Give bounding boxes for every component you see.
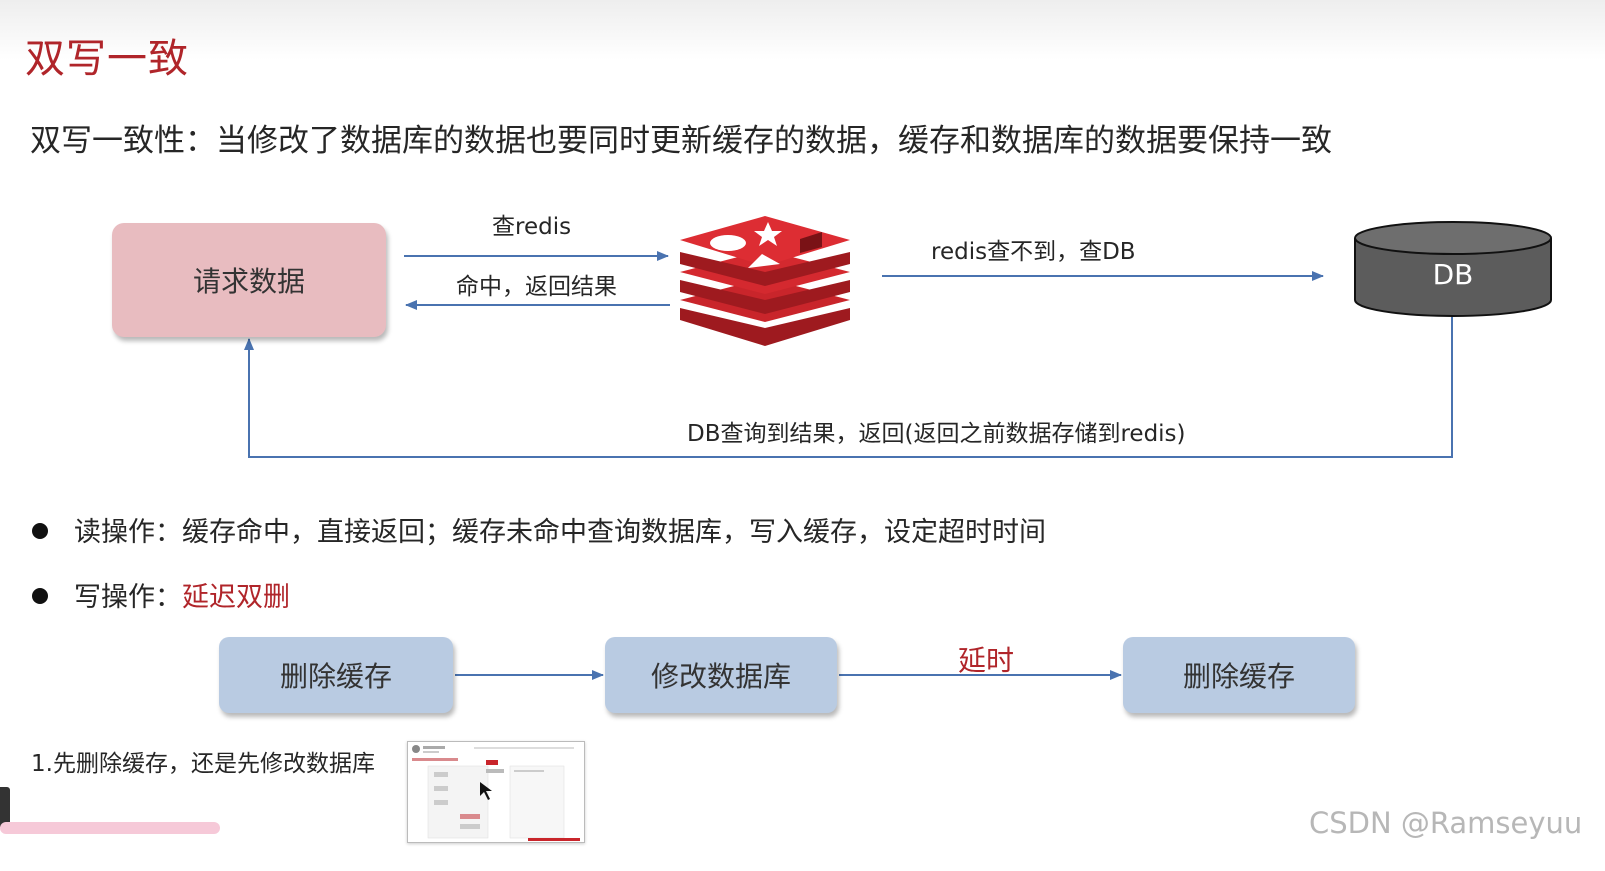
flow-step-delete-cache-2: 删除缓存 <box>1123 637 1355 713</box>
flow-step-update-db: 修改数据库 <box>605 637 837 713</box>
delay-label: 延时 <box>958 644 1015 677</box>
write-operation-bullet: 写操作：延迟双删 <box>32 575 290 614</box>
slide-title: 双写一致 <box>25 36 189 82</box>
definition-text: 双写一致性：当修改了数据库的数据也要同时更新缓存的数据，缓存和数据库的数据要保持… <box>30 123 1332 159</box>
flow-step-delete-cache-1: 删除缓存 <box>219 637 453 713</box>
slide-thumbnail[interactable] <box>407 741 585 843</box>
database-icon <box>1354 221 1552 317</box>
read-operation-bullet: 读操作：缓存命中，直接返回；缓存未命中查询数据库，写入缓存，设定超时时间 <box>32 510 1046 549</box>
write-operation-label: 写操作： <box>74 582 182 613</box>
thumbnail-preview <box>408 742 584 842</box>
bullet-dot <box>32 587 48 604</box>
miss-query-db-label: redis查不到，查DB <box>931 239 1136 265</box>
progress-highlight-bar <box>0 822 220 834</box>
arrow-db-return <box>244 316 1453 458</box>
question-text: 1.先删除缓存，还是先修改数据库 <box>31 751 375 777</box>
read-operation-label: 读操作： <box>74 517 182 548</box>
request-data-node: 请求数据 <box>112 223 386 337</box>
db-return-label: DB查询到结果，返回(返回之前数据存储到redis) <box>687 421 1186 447</box>
hit-return-label: 命中，返回结果 <box>456 274 617 300</box>
database-label: DB <box>1432 258 1474 291</box>
redis-icon <box>680 216 850 346</box>
csdn-watermark: CSDN @Ramseyuu <box>1309 806 1583 840</box>
query-redis-label: 查redis <box>492 214 572 240</box>
write-operation-text: 延迟双删 <box>182 582 290 613</box>
read-operation-text: 缓存命中，直接返回；缓存未命中查询数据库，写入缓存，设定超时时间 <box>182 517 1046 548</box>
left-drag-handle[interactable] <box>0 787 10 827</box>
bullet-dot <box>32 522 48 539</box>
